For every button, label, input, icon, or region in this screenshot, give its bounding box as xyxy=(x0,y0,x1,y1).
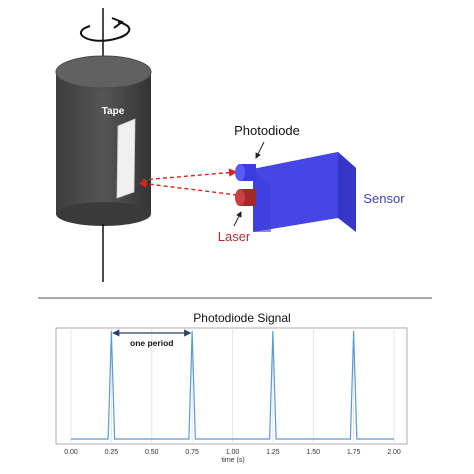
annotation-layer: one period xyxy=(112,329,192,348)
photodiode xyxy=(235,164,256,181)
period-label: one period xyxy=(130,338,173,348)
x-tick-label: 0.00 xyxy=(64,449,78,456)
laser-beam-outgoing xyxy=(138,179,238,196)
x-tick-label: 0.50 xyxy=(145,449,159,456)
x-tick-label: 0.25 xyxy=(105,449,119,456)
x-axis-label: time (s) xyxy=(221,457,244,464)
tape-label: Tape xyxy=(102,106,125,117)
x-tick-label: 1.50 xyxy=(306,449,320,456)
signal-peak xyxy=(191,331,193,333)
sensor-box xyxy=(253,152,356,232)
tape-strip xyxy=(116,118,136,199)
signal-peak xyxy=(272,331,274,333)
laser-beam-reflected xyxy=(141,168,238,181)
laser-emitter xyxy=(235,189,256,206)
signal-peak xyxy=(352,331,355,333)
rotating-cylinder-diagram: Tape Photodiode Laser Sensor xyxy=(55,8,405,282)
photodiode-signal-chart: Photodiode Signal 0.00 0.25 0.50 0.75 1.00 1.… xyxy=(55,311,408,464)
signal-peak xyxy=(110,331,113,333)
x-tick-label: 0.75 xyxy=(185,449,199,456)
cylinder xyxy=(55,55,152,226)
chart-title: Photodiode Signal xyxy=(193,311,290,325)
sensor-label: Sensor xyxy=(363,191,405,206)
rotation-arrow-icon xyxy=(79,17,131,42)
photodiode-label: Photodiode xyxy=(234,123,300,138)
x-tick-label: 1.00 xyxy=(226,449,240,456)
laser-pointer xyxy=(233,211,242,227)
x-axis-ticks: 0.00 0.25 0.50 0.75 1.00 1.25 1.50 1.75 2.00 xyxy=(64,449,401,456)
photodiode-pointer xyxy=(255,141,265,159)
series-layer xyxy=(71,331,394,440)
x-tick-label: 1.25 xyxy=(266,449,280,456)
x-tick-label: 1.75 xyxy=(347,449,361,456)
signal-line xyxy=(71,331,394,440)
x-tick-label: 2.00 xyxy=(387,449,401,456)
laser-label: Laser xyxy=(218,229,251,244)
